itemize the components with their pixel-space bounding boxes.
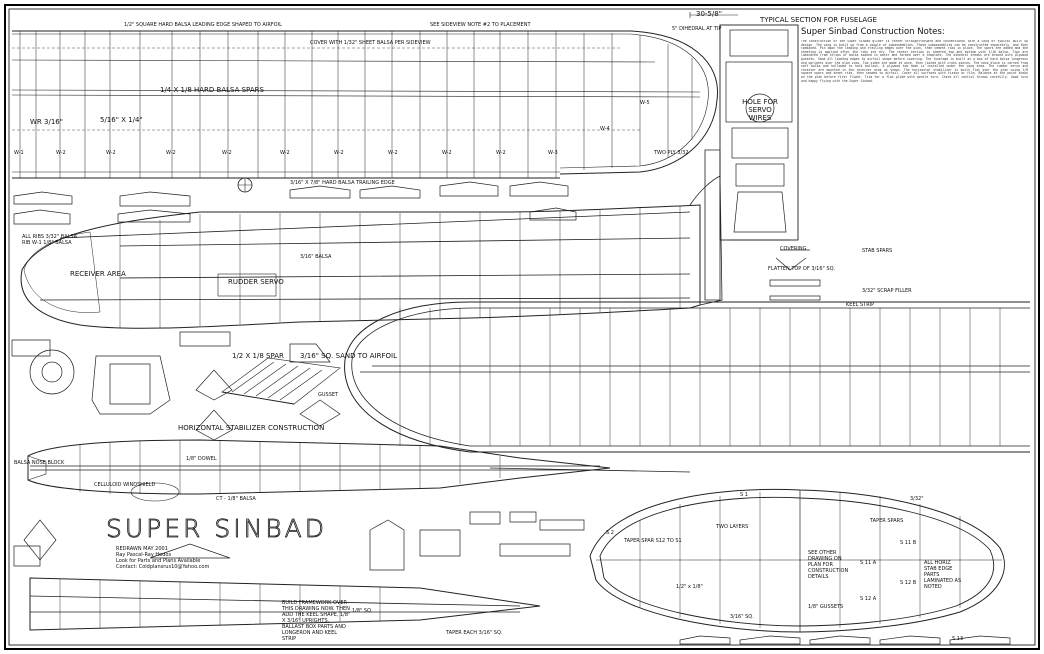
stab-rib-label: S 1 — [740, 492, 748, 498]
label-spar-size: 5/16" X 1/4" — [100, 116, 143, 124]
label-stab-spar: 1/2 X 1/8 SPAR — [232, 352, 284, 360]
credit-line: Ray Pascal-Ray Hodos — [116, 552, 172, 558]
label-spars: 1/4 X 1/8 HARD BALSA SPARS — [160, 86, 264, 94]
label-taper-spars: TAPER SPARS — [870, 518, 904, 524]
rib-label: W-2 — [334, 150, 344, 156]
stab-rib-label: S 12 A — [860, 596, 877, 602]
label-all-horiz: ALL HORIZ STAB EDGE PARTS LAMINATED AS N… — [924, 560, 962, 590]
sheet-inner-border — [8, 8, 1036, 646]
fuselage-section — [719, 24, 799, 241]
rib-label: W-2 — [56, 150, 66, 156]
section-title: TYPICAL SECTION FOR FUSELAGE — [760, 16, 877, 24]
credit-line: Contact: Coldplansrus10@Yahoo.com — [116, 564, 210, 570]
label-see-side: SEE SIDEVIEW NOTE #2 TO PLACEMENT — [430, 22, 531, 28]
stab-rib-templates — [679, 635, 1011, 645]
label-half-eighth: 1/2" x 1/8" — [676, 584, 703, 590]
rib-label: W-1 — [14, 150, 24, 156]
label-eighth-sq: 1/8" SQ. — [352, 608, 373, 614]
stab-rib-label: S 12 B — [900, 580, 917, 586]
label-balsa: 3/16" BALSA — [300, 254, 332, 260]
label-cover: COVER WITH 1/32" SHEET BALSA PER SIDEVIE… — [310, 40, 431, 46]
rib-label: W-2 — [388, 150, 398, 156]
rudder-outline — [704, 149, 721, 301]
credit-line: Look for Parts and Plans Available — [116, 558, 201, 564]
label-gusset: GUSSET — [318, 392, 339, 398]
fuselage-bottom-view — [29, 577, 541, 631]
tail-section-detail — [769, 249, 821, 301]
part-templates — [11, 181, 577, 441]
label-nose-block: BALSA NOSE BLOCK — [14, 460, 65, 466]
rib-label: W-2 — [166, 150, 176, 156]
plan-credits: REDRAWN MAY 2001 Ray Pascal-Ray Hodos Lo… — [116, 546, 209, 570]
label-flatten-top: FLATTEN TOP OF 3/16" SQ. — [768, 266, 836, 272]
label-taper-each: TAPER EACH 3/16" SQ. — [446, 630, 503, 636]
label-rudder-servo: RUDDER SERVO — [228, 278, 284, 286]
stab-rib-label: S 2 — [606, 530, 614, 536]
label-gussets: 1/8" GUSSETS — [808, 604, 844, 610]
notes-title: Super Sinbad Construction Notes: — [801, 27, 945, 37]
rib-label: W-2 — [496, 150, 506, 156]
label-rib-w1: RIB W-1 1/8" BALSA — [22, 240, 72, 246]
label-stab-spars: STAB SPARS — [862, 248, 893, 254]
notes-body: The construction of the Super Sinbad gli… — [801, 40, 1028, 83]
label-keel-strip: KEEL STRIP — [846, 302, 875, 308]
credit-line: REDRAWN MAY 2001 — [116, 546, 168, 552]
label-trailing-edge: 3/16" X 7/8" HARD BALSA TRAILING EDGE — [290, 180, 395, 186]
fuselage-top-view — [27, 439, 691, 502]
label-wr: WR 3/16" — [30, 118, 63, 126]
rib-label: W-5 — [640, 100, 650, 106]
stab-rib-label: S 13 — [952, 636, 964, 642]
label-see-other: SEE OTHER DRAWING ON PLAN FOR CONSTRUCTI… — [808, 550, 849, 580]
label-build-note: BUILD FRAMEWORK OVER THIS DRAWING NOW. T… — [282, 600, 351, 642]
plan-title: SUPER SINBAD — [106, 514, 328, 544]
label-all-ribs: ALL RIBS 3/32" BALSA — [22, 234, 78, 240]
label-316-sq: 3/16" SQ. — [730, 614, 754, 620]
label-ct-balsa: CT - 1/8" BALSA — [216, 496, 256, 502]
label-celluloid: CELLULOID WINDSHIELD — [94, 482, 156, 488]
label-dowel: 1/8" DOWEL — [186, 456, 217, 462]
label-stab-sand: 3/16" SQ. SAND TO AIRFOIL — [300, 352, 398, 360]
rib-label: W-2 — [222, 150, 232, 156]
label-servo-hole: HOLE FOR SERVO WIRES — [742, 98, 778, 122]
label-stab-construction: HORIZONTAL STABILIZER CONSTRUCTION — [178, 424, 325, 432]
rib-label: W-3 — [548, 150, 558, 156]
label-taper-spar: TAPER SPAR S12 TO S1 — [624, 538, 682, 544]
rib-label: W-4 — [600, 126, 610, 132]
fuselage-side-view — [20, 175, 723, 329]
label-leading-edge: 1/2" SQUARE HARD BALSA LEADING EDGE SHAP… — [124, 22, 282, 28]
label-dihedral-dim: 30-5/8" — [696, 10, 722, 18]
label-receiver-area: RECEIVER AREA — [70, 270, 126, 278]
rib-label: W-2 — [280, 150, 290, 156]
stab-rib-label: S 11 A — [860, 560, 877, 566]
rib-label: W-2 — [106, 150, 116, 156]
label-covering: COVERING — [780, 246, 807, 252]
label-dihedral-note: 5" DIHEDRAL AT TIP — [672, 26, 722, 32]
label-scrap-filler: 3/32" SCRAP FILLER — [862, 288, 912, 294]
stab-rib-label: S 11 B — [900, 540, 917, 546]
wing-panel — [11, 12, 738, 179]
misc-templates — [13, 511, 585, 571]
right-wing-planform — [344, 301, 1030, 453]
label-two-layers: TWO LAYERS — [716, 524, 749, 530]
sheet-border — [4, 4, 1040, 650]
label-thirty-second: 3/32" — [910, 496, 924, 502]
label-two-ply: TWO PLY 3/32 — [654, 150, 689, 156]
rib-label: W-2 — [442, 150, 452, 156]
stab-construction-detail — [221, 357, 341, 405]
stab-planform — [589, 488, 1005, 633]
